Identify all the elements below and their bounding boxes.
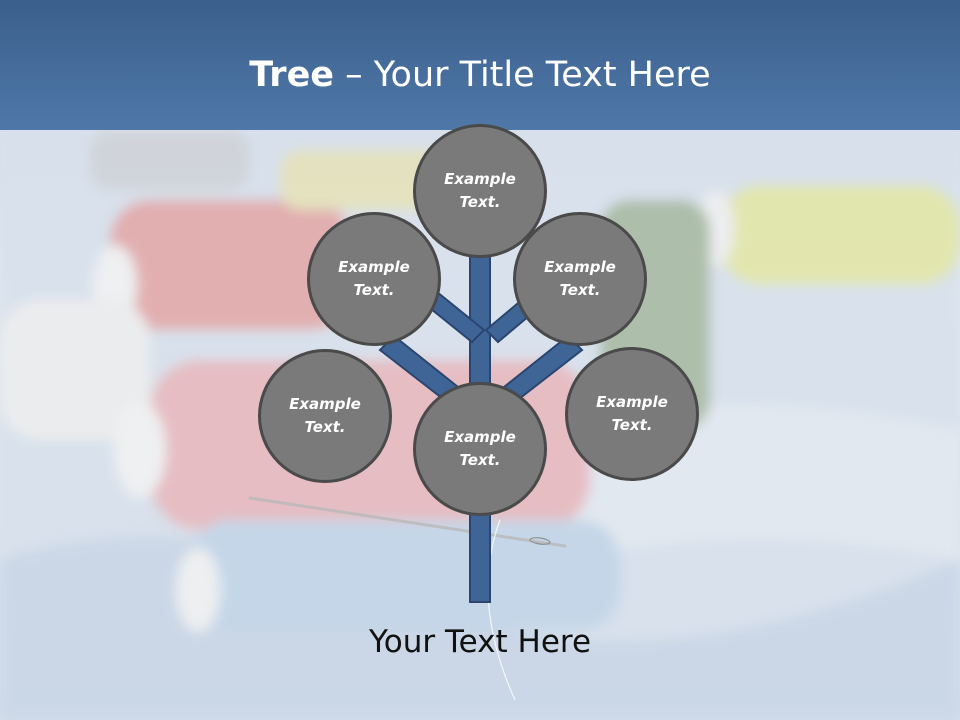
title-rest-part: – Your Title Text Here [334,55,711,95]
node-text: Example Text. [289,395,361,436]
node-text: Example Text. [338,258,410,299]
tree-node-upper-left: Example Text. [307,212,441,346]
node-text: Example Text. [596,393,668,434]
footer-text: Your Text Here [368,624,592,660]
node-text: Example Text. [444,428,516,469]
title-bold-part: Tree [249,55,335,95]
tree-node-lower-left: Example Text. [258,349,392,483]
tree-node-upper-right: Example Text. [513,212,647,346]
node-text: Example Text. [544,258,616,299]
tree-node-top: Example Text. [413,124,547,258]
node-text: Example Text. [444,170,516,211]
title-band: Tree – Your Title Text Here [0,0,960,130]
slide-title: Tree – Your Title Text Here [0,52,960,98]
tree-node-center: Example Text. [413,382,547,516]
tree-node-lower-right: Example Text. [565,347,699,481]
